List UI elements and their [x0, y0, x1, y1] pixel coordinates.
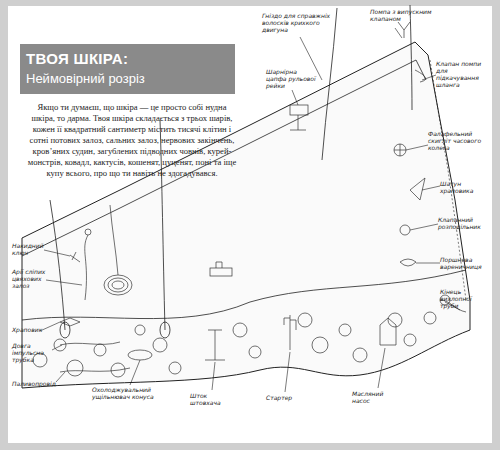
- leader-line: [212, 362, 215, 390]
- gland-coil: [108, 278, 128, 292]
- fat-cell: [353, 348, 367, 362]
- hair: [50, 200, 65, 330]
- oil-pump: [380, 318, 396, 345]
- callout-label: Клапан помпи для підкачування шланга: [436, 60, 490, 88]
- leader-line: [285, 352, 290, 392]
- leader-line: [422, 186, 440, 190]
- cactus: [284, 315, 296, 350]
- callout-label: Шарнірна цапфа рульової рейки: [266, 68, 318, 89]
- dermis-boundary: [22, 270, 466, 320]
- callout-label: Клапанний розподільник: [438, 216, 492, 230]
- leader-line: [292, 90, 298, 105]
- skin-section: [22, 42, 470, 388]
- intro-text: Якщо ти думаєш, що шкіра — це просто соб…: [26, 102, 238, 179]
- leader-line: [406, 145, 428, 150]
- fat-cell: [404, 334, 416, 346]
- cooling-cover: [128, 350, 152, 360]
- fat-cell: [249, 346, 261, 358]
- wrench: [70, 252, 80, 262]
- fat-cells: [33, 295, 450, 377]
- page-title: ТВОЯ ШКІРА:: [26, 50, 231, 67]
- page-sheet: [8, 6, 492, 443]
- leader-line: [395, 28, 402, 38]
- wheel: [394, 144, 406, 156]
- sweat-duct: [110, 205, 118, 275]
- gadget: [290, 115, 306, 130]
- fat-cell: [339, 324, 351, 336]
- fat-cell: [67, 360, 83, 376]
- rod: [410, 178, 425, 200]
- pushrod: [205, 330, 225, 360]
- sweat-gland: [104, 205, 132, 295]
- ratchet: [60, 318, 80, 326]
- nerve: [85, 235, 88, 300]
- leader-line: [44, 250, 70, 256]
- callout-label: Гніздо для справжніх волосків крихкого д…: [262, 12, 340, 33]
- dumpling: [400, 259, 416, 266]
- hair-bulb: [60, 322, 70, 338]
- callout-label: Помпа з випускним клапаном: [370, 8, 432, 22]
- callout-label: Шатун храповика: [440, 180, 490, 194]
- fat-cell: [169, 362, 181, 374]
- callout-label: Стартер: [266, 394, 306, 401]
- callout-label: Накидний ключ: [12, 242, 56, 256]
- callout-label: Охолоджувальний ущільнювач конуса: [92, 386, 164, 400]
- hair: [322, 8, 337, 160]
- callout-label: Храповик: [12, 326, 52, 333]
- leader-line: [130, 360, 140, 385]
- leader-line: [56, 372, 65, 382]
- gland-coil: [112, 281, 124, 289]
- fat-cell: [424, 312, 436, 324]
- leader-line: [416, 263, 440, 264]
- pump-valve: [415, 70, 425, 82]
- fat-cell: [233, 323, 247, 337]
- mosquito: [398, 22, 410, 38]
- callout-label: Фалафельний скигліт часового колеса: [428, 130, 490, 151]
- fat-cell: [153, 338, 167, 352]
- leader-line: [40, 322, 60, 331]
- wheel: [394, 144, 406, 156]
- callout-label: Шток штовхача: [190, 392, 236, 406]
- sub-boat: [216, 262, 222, 268]
- gadget: [290, 105, 308, 115]
- callout-label: Кінець вихлопної труби: [440, 288, 490, 309]
- hair-bulb: [160, 322, 170, 338]
- gland-coil: [104, 275, 132, 295]
- nerve-end: [85, 229, 91, 235]
- title-banner: [20, 44, 235, 94]
- callout-label: Поршнева вареничниця: [440, 256, 492, 270]
- leader-line: [52, 345, 62, 350]
- fat-cell: [312, 337, 328, 353]
- epidermis-line: [22, 60, 426, 256]
- sub-boat: [210, 268, 232, 276]
- callout-label: Довга імпульсна трубка: [12, 342, 56, 363]
- hair: [410, 5, 412, 110]
- callout-label: Арії сліпих цвяхових залоз: [12, 268, 56, 289]
- fat-cell: [135, 325, 145, 335]
- page-subtitle: Неймовірний розріз: [26, 71, 231, 86]
- fuel-line: [60, 368, 130, 372]
- fat-cell: [94, 344, 106, 356]
- valve: [400, 225, 410, 235]
- leader-line: [422, 75, 436, 80]
- callout-label: Паливопровід: [12, 380, 58, 387]
- tube: [60, 342, 120, 345]
- fat-cell: [298, 313, 312, 327]
- leader-line: [378, 348, 385, 388]
- skin-outline: [22, 42, 470, 388]
- leader-line: [410, 224, 438, 230]
- callout-label: Масляний насос: [352, 390, 402, 404]
- leader-line: [46, 280, 82, 285]
- leader-line: [300, 37, 322, 80]
